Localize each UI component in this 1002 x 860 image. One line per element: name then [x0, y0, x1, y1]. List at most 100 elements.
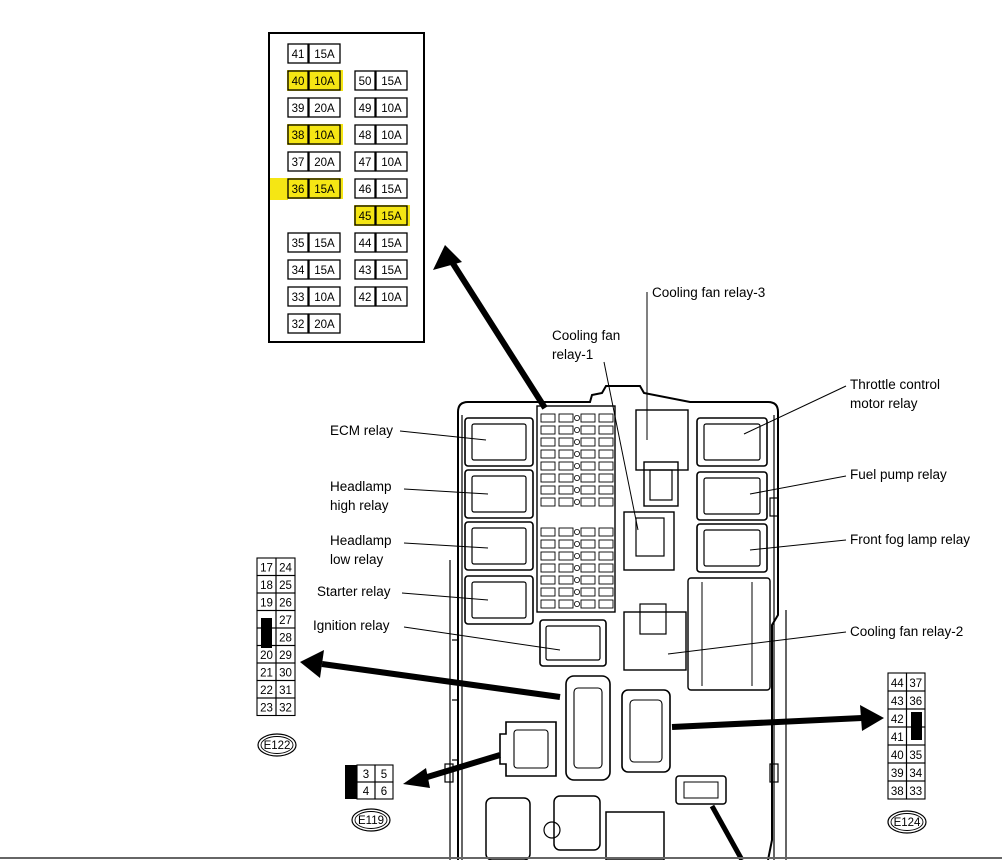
pin-29: 29: [279, 650, 292, 662]
fuse-number: 32: [292, 319, 305, 331]
pin-19: 19: [260, 598, 273, 610]
fuse-amperage: 15A: [314, 184, 335, 196]
pin-41: 41: [891, 732, 904, 744]
front-fog-lamp-relay-slot: [696, 523, 768, 573]
label-cooling-fan-relay-1-line2: relay-1: [552, 347, 593, 362]
connector-housing-e119: [499, 721, 557, 777]
fuse-43: 43 15A: [354, 259, 408, 280]
fuse-amperage: 15A: [381, 184, 402, 196]
fuse-amperage: 20A: [314, 319, 335, 331]
pin-3: 3: [363, 769, 369, 781]
fuse-amperage: 10A: [381, 157, 402, 169]
fuse-amperage: 10A: [381, 292, 402, 304]
pin-20: 20: [260, 650, 273, 662]
label-cooling-fan-relay-2: Cooling fan relay-2: [850, 624, 963, 639]
label-ecm-relay: ECM relay: [330, 423, 393, 438]
label-ignition-relay: Ignition relay: [313, 618, 390, 633]
fuse-number: 47: [359, 157, 372, 169]
connector-name: E122: [264, 740, 291, 752]
fuse-45: 45 15A: [354, 205, 410, 226]
label-headlamp-low-1: Headlamp: [330, 533, 392, 548]
fuse-number: 33: [292, 292, 305, 304]
label-throttle-control-line1: Throttle control: [850, 377, 940, 392]
starter-relay-slot: [464, 575, 534, 625]
fuse-number: 46: [359, 184, 372, 196]
fuse-42: 42 10A: [354, 286, 408, 307]
fuse-number: 38: [292, 130, 305, 142]
fuse-32: 32 20A: [287, 313, 341, 334]
fuse-amperage: 10A: [381, 103, 402, 115]
fuse-amperage: 15A: [381, 76, 402, 88]
fuse-amperage: 15A: [381, 265, 402, 277]
pin-22: 22: [260, 685, 273, 697]
ignition-relay-slot: [539, 619, 607, 667]
fuse-amperage: 15A: [381, 211, 402, 223]
pin-44: 44: [891, 678, 904, 690]
connector-arrows: [300, 650, 884, 860]
fuse-36-highlight-bar: [270, 178, 288, 200]
cooling-fan-relay-3-slot: [635, 409, 689, 507]
pin-36: 36: [909, 696, 922, 708]
fuse-number: 37: [292, 157, 305, 169]
pin-39: 39: [891, 768, 904, 780]
fuse-amperage: 20A: [314, 103, 335, 115]
label-cooling-fan-relay-3: Cooling fan relay-3: [652, 285, 765, 300]
label-headlamp-high-1: Headlamp: [330, 479, 392, 494]
fuse-37: 37 20A: [287, 151, 341, 172]
pin-28: 28: [279, 633, 292, 645]
fuse-39: 39 20A: [287, 97, 341, 118]
fuse-amperage: 10A: [314, 130, 335, 142]
fuse-number: 43: [359, 265, 372, 277]
fuse-amperage: 15A: [314, 238, 335, 250]
relay-labels: ECM relay Headlamp high relay Headlamp l…: [313, 285, 970, 655]
label-headlamp-low-2: low relay: [330, 552, 384, 567]
connector-name: E119: [358, 815, 384, 827]
fuse-number: 48: [359, 130, 372, 142]
pin-31: 31: [279, 685, 292, 697]
label-cooling-fan-relay-1-line1: Cooling fan: [552, 328, 620, 343]
connector-housing-e122: [565, 675, 611, 781]
pin-43: 43: [891, 696, 904, 708]
pin-26: 26: [279, 598, 292, 610]
fuse-46: 46 15A: [354, 178, 408, 199]
fuse-number: 45: [359, 211, 372, 223]
fuse-amperage: 15A: [314, 49, 335, 61]
pin-38: 38: [891, 786, 904, 798]
fuse-number: 40: [292, 76, 305, 88]
fuse-number: 42: [359, 292, 372, 304]
connector-housing-e124: [621, 689, 671, 773]
fuse-number: 44: [359, 238, 372, 250]
pin-24: 24: [279, 563, 292, 575]
cooling-fan-relay-2-slot: [623, 603, 687, 671]
inset-pointer-arrow: [433, 245, 548, 410]
fuse-38: 38 10A: [287, 124, 343, 145]
fuse-amperage: 15A: [314, 265, 335, 277]
label-throttle-control-line2: motor relay: [850, 396, 918, 411]
pin-32: 32: [279, 703, 292, 715]
fuse-amperage: 20A: [314, 157, 335, 169]
pin-42: 42: [891, 714, 904, 726]
label-headlamp-high-2: high relay: [330, 498, 389, 513]
fuse-number: 39: [292, 103, 305, 115]
fuse-number: 50: [359, 76, 372, 88]
pin-6: 6: [381, 786, 387, 798]
pin-5: 5: [381, 769, 387, 781]
label-starter-relay: Starter relay: [317, 584, 391, 599]
fuse-amperage: 10A: [381, 130, 402, 142]
fuse-amperage: 15A: [381, 238, 402, 250]
mini-fuse-array: [536, 405, 616, 613]
pin-35: 35: [909, 750, 922, 762]
